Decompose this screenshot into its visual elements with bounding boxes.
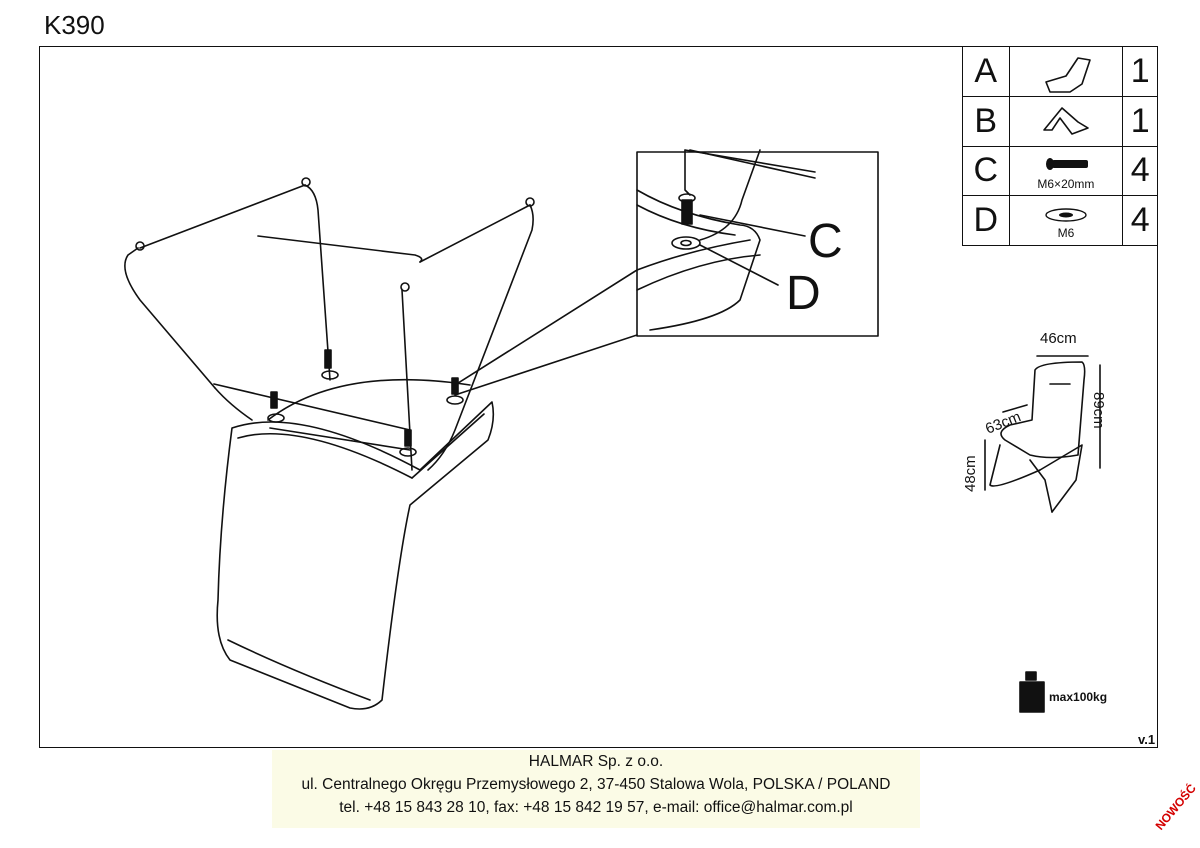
detail-box xyxy=(636,151,879,337)
weight-icon xyxy=(1019,671,1045,713)
seat-cushion xyxy=(216,401,495,710)
footer-address: ul. Centralnego Okręgu Przemysłowego 2, … xyxy=(301,776,891,793)
footer: HALMAR Sp. z o.o. ul. Centralnego Okręgu… xyxy=(272,750,920,828)
footer-contact: tel. +48 15 843 28 10, fax: +48 15 842 1… xyxy=(339,799,853,816)
part-letter: B xyxy=(962,95,1010,147)
parts-row: C M6×20mm 4 xyxy=(962,145,1158,197)
part-letter: C xyxy=(962,145,1010,197)
part-spec: M6×20mm xyxy=(1037,176,1095,191)
parts-row: D M6 4 xyxy=(962,195,1158,246)
part-spec: M6 xyxy=(1057,225,1075,240)
part-qty: 1 xyxy=(1122,95,1158,147)
part-image xyxy=(1008,46,1124,97)
max-load-label: max100kg xyxy=(1049,690,1108,704)
instruction-frame xyxy=(39,46,1158,748)
dim-height: 89cm xyxy=(1090,392,1107,429)
frame-rod-left xyxy=(124,247,216,389)
part-image xyxy=(1008,95,1124,147)
dim-seat-height: 48cm xyxy=(962,455,979,492)
parts-row: B 1 xyxy=(962,95,1158,147)
dim-width: 46cm xyxy=(1040,330,1077,347)
part-image: M6 xyxy=(1008,195,1124,246)
part-qty: 4 xyxy=(1122,145,1158,197)
bolts xyxy=(270,349,459,447)
footer-company: HALMAR Sp. z o.o. xyxy=(528,753,664,770)
parts-row: A 1 xyxy=(962,46,1158,97)
part-letter: D xyxy=(962,195,1010,246)
part-image: M6×20mm xyxy=(1008,145,1124,197)
parts-table: A 1 B 1 C M6×20mm 4 D M6 4 xyxy=(962,46,1158,246)
part-letter: A xyxy=(962,46,1010,97)
detail-label-c: C xyxy=(808,215,843,268)
model-title: K390 xyxy=(44,10,105,40)
detail-label-d: D xyxy=(786,267,821,320)
part-qty: 1 xyxy=(1122,46,1158,97)
dimension-chair xyxy=(984,355,1101,513)
version-label: v.1 xyxy=(1138,732,1156,747)
part-qty: 4 xyxy=(1122,195,1158,246)
